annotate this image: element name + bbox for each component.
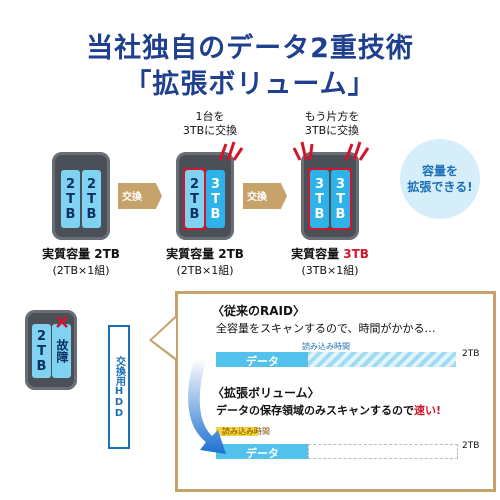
old-bar-label: データ [246,355,279,368]
device1-config: (2TB×1組) [52,264,110,277]
device3-note-text: もう片方を 3TBに交換 [304,110,360,137]
replaced-disk-highlight [308,168,352,230]
nas-device-failed: 2TB 故障 [25,310,77,390]
arrow1-label: 交換 [122,192,142,203]
expand-volume-title: 〈拡張ボリューム〉 [212,386,320,400]
disk-slot-a: 2TB [32,324,51,378]
disk-slot-a-new: 3TB [310,170,329,228]
arrow-right-icon [118,183,162,209]
new-bar-caption: 読み込み時間 [222,427,270,436]
disk-label: 3TB [312,176,327,222]
disk-slot-b-new: 3TB [206,170,225,228]
old-size-label: 2TB [462,349,480,359]
disk-slot-a: 2TB [185,170,204,228]
disk-label: 3TB [208,176,223,222]
device3-config: (3TB×1組) [301,264,359,277]
device3-note: もう片方を 3TBに交換 [287,110,377,138]
disk-label: 2TB [187,176,202,222]
burst-icon [218,141,244,161]
device3-capacity: 実質容量 3TB [270,245,390,262]
expand-text-emphasis: 速い! [414,404,442,417]
expand-text-prefix: データの保存領域のみスキャンするので [216,404,414,417]
disk-label: 2TB [63,176,78,222]
disk-label: 2TB [34,328,49,374]
curved-arrow-icon [188,358,226,454]
replacement-hdd-tag: 交換用HDD [108,325,130,449]
device2-note-text: 1台を 3TBに交換 [182,110,238,137]
old-bar-caption: 読み込み時間 [300,341,352,352]
nas-device-1: 2TB 2TB [52,152,110,240]
replaced-disk-highlight [183,168,206,230]
expand-volume-text: データの保存領域のみスキャンするので速い! [216,402,441,418]
nas-device-2: 2TB 3TB [176,152,234,240]
new-data-bar [216,444,308,459]
burst-icon [344,141,370,161]
arrow2-label: 交換 [247,192,267,203]
device3-capacity-value: 3TB [343,247,369,261]
old-data-bar [216,352,308,367]
old-raid-title: 〈従来のRAID〉 [212,304,305,318]
callout-line1: 容量を [421,164,458,178]
nas-device-3: 3TB 3TB [301,152,359,240]
capacity-expand-callout: 容量を 拡張できる! [400,139,480,219]
disk-slot-b-new: 3TB [331,170,350,228]
new-read-time-bar [216,427,258,436]
device2-note: 1台を 3TBに交換 [165,110,255,138]
new-bar-label: データ [246,447,279,460]
page-title-line1: 当社独自のデータ2重技術 [86,33,414,64]
burst-icon [292,141,314,161]
disk-slot-b: 2TB [82,170,101,228]
page-title-line2: 「拡張ボリューム」 [124,69,376,100]
device2-capacity: 実質容量 2TB [166,247,244,261]
new-empty-area [308,444,458,459]
new-size-label: 2TB [462,441,480,451]
device3-capacity-prefix: 実質容量 [291,247,344,261]
disk-label: 3TB [333,176,348,222]
arrow-right-icon [243,183,287,209]
disk-slot-a: 2TB [61,170,80,228]
disk-failed-label: 故障 [55,339,69,363]
disk-slot-b-failed: 故障 [52,324,71,378]
disk-label: 2TB [84,176,99,222]
device2-config: (2TB×1組) [176,264,234,277]
callout-line2: 拡張できる! [407,180,473,194]
error-x-icon [56,316,68,328]
device1-capacity: 実質容量 2TB [42,247,120,261]
bubble-tail [152,318,176,358]
old-raid-text: 全容量をスキャンするので、時間がかかる… [216,322,436,335]
